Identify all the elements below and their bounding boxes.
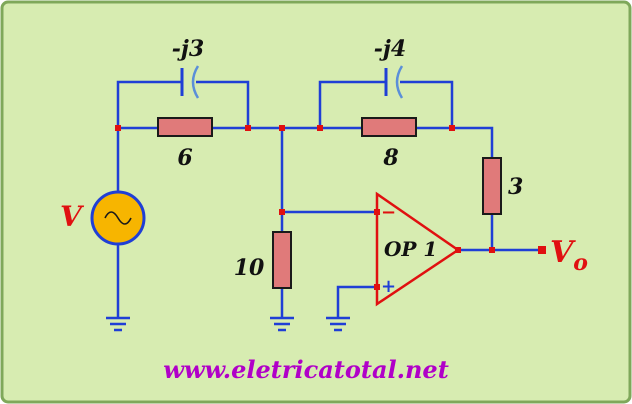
node xyxy=(374,284,380,290)
op-amp-triangle xyxy=(375,191,461,307)
capacitor-j4 xyxy=(384,65,404,99)
resistor-6-label: 6 xyxy=(177,145,192,171)
resistor-6 xyxy=(157,117,213,137)
resistor-8 xyxy=(361,117,417,137)
opamp-label: OP 1 xyxy=(384,237,437,261)
wire-top-right xyxy=(416,126,494,158)
sine-wave-icon xyxy=(104,211,132,225)
wire-cap1-loop-right xyxy=(196,80,250,128)
opamp-minus-sign: − xyxy=(381,202,396,223)
node xyxy=(489,247,495,253)
wire-cap2-loop-right xyxy=(400,80,454,128)
wire-cap2-loop xyxy=(318,80,386,128)
node xyxy=(245,125,251,131)
resistor-8-label: 8 xyxy=(382,145,398,171)
resistor-10-label: 10 xyxy=(234,255,265,281)
source-label: V xyxy=(60,200,85,233)
capacitor-j4-label: -j4 xyxy=(374,36,406,62)
capacitor-j3 xyxy=(180,65,200,99)
node xyxy=(279,209,285,215)
opamp-plus-sign: + xyxy=(381,276,396,297)
node xyxy=(455,247,461,253)
node xyxy=(279,125,285,131)
website-url: www.eletricatotal.net xyxy=(163,355,449,384)
node xyxy=(538,246,546,254)
ground-r10 xyxy=(270,316,294,332)
resistor-3 xyxy=(482,157,502,215)
node xyxy=(317,125,323,131)
output-voltage-label: Vo xyxy=(550,235,588,276)
wire-noninverting xyxy=(336,285,377,318)
node xyxy=(115,125,121,131)
ground-source xyxy=(106,316,130,332)
capacitor-j3-label: -j3 xyxy=(172,36,204,62)
output-voltage-base: V xyxy=(550,235,576,270)
ground-opamp xyxy=(326,316,350,332)
resistor-10 xyxy=(272,231,292,289)
wires xyxy=(116,80,540,318)
node xyxy=(449,125,455,131)
wire-cap1-loop xyxy=(116,80,182,128)
resistor-3-label: 3 xyxy=(508,174,523,200)
nodes xyxy=(115,125,546,290)
output-voltage-sub: o xyxy=(573,250,588,276)
node xyxy=(374,209,380,215)
voltage-source xyxy=(90,190,146,246)
